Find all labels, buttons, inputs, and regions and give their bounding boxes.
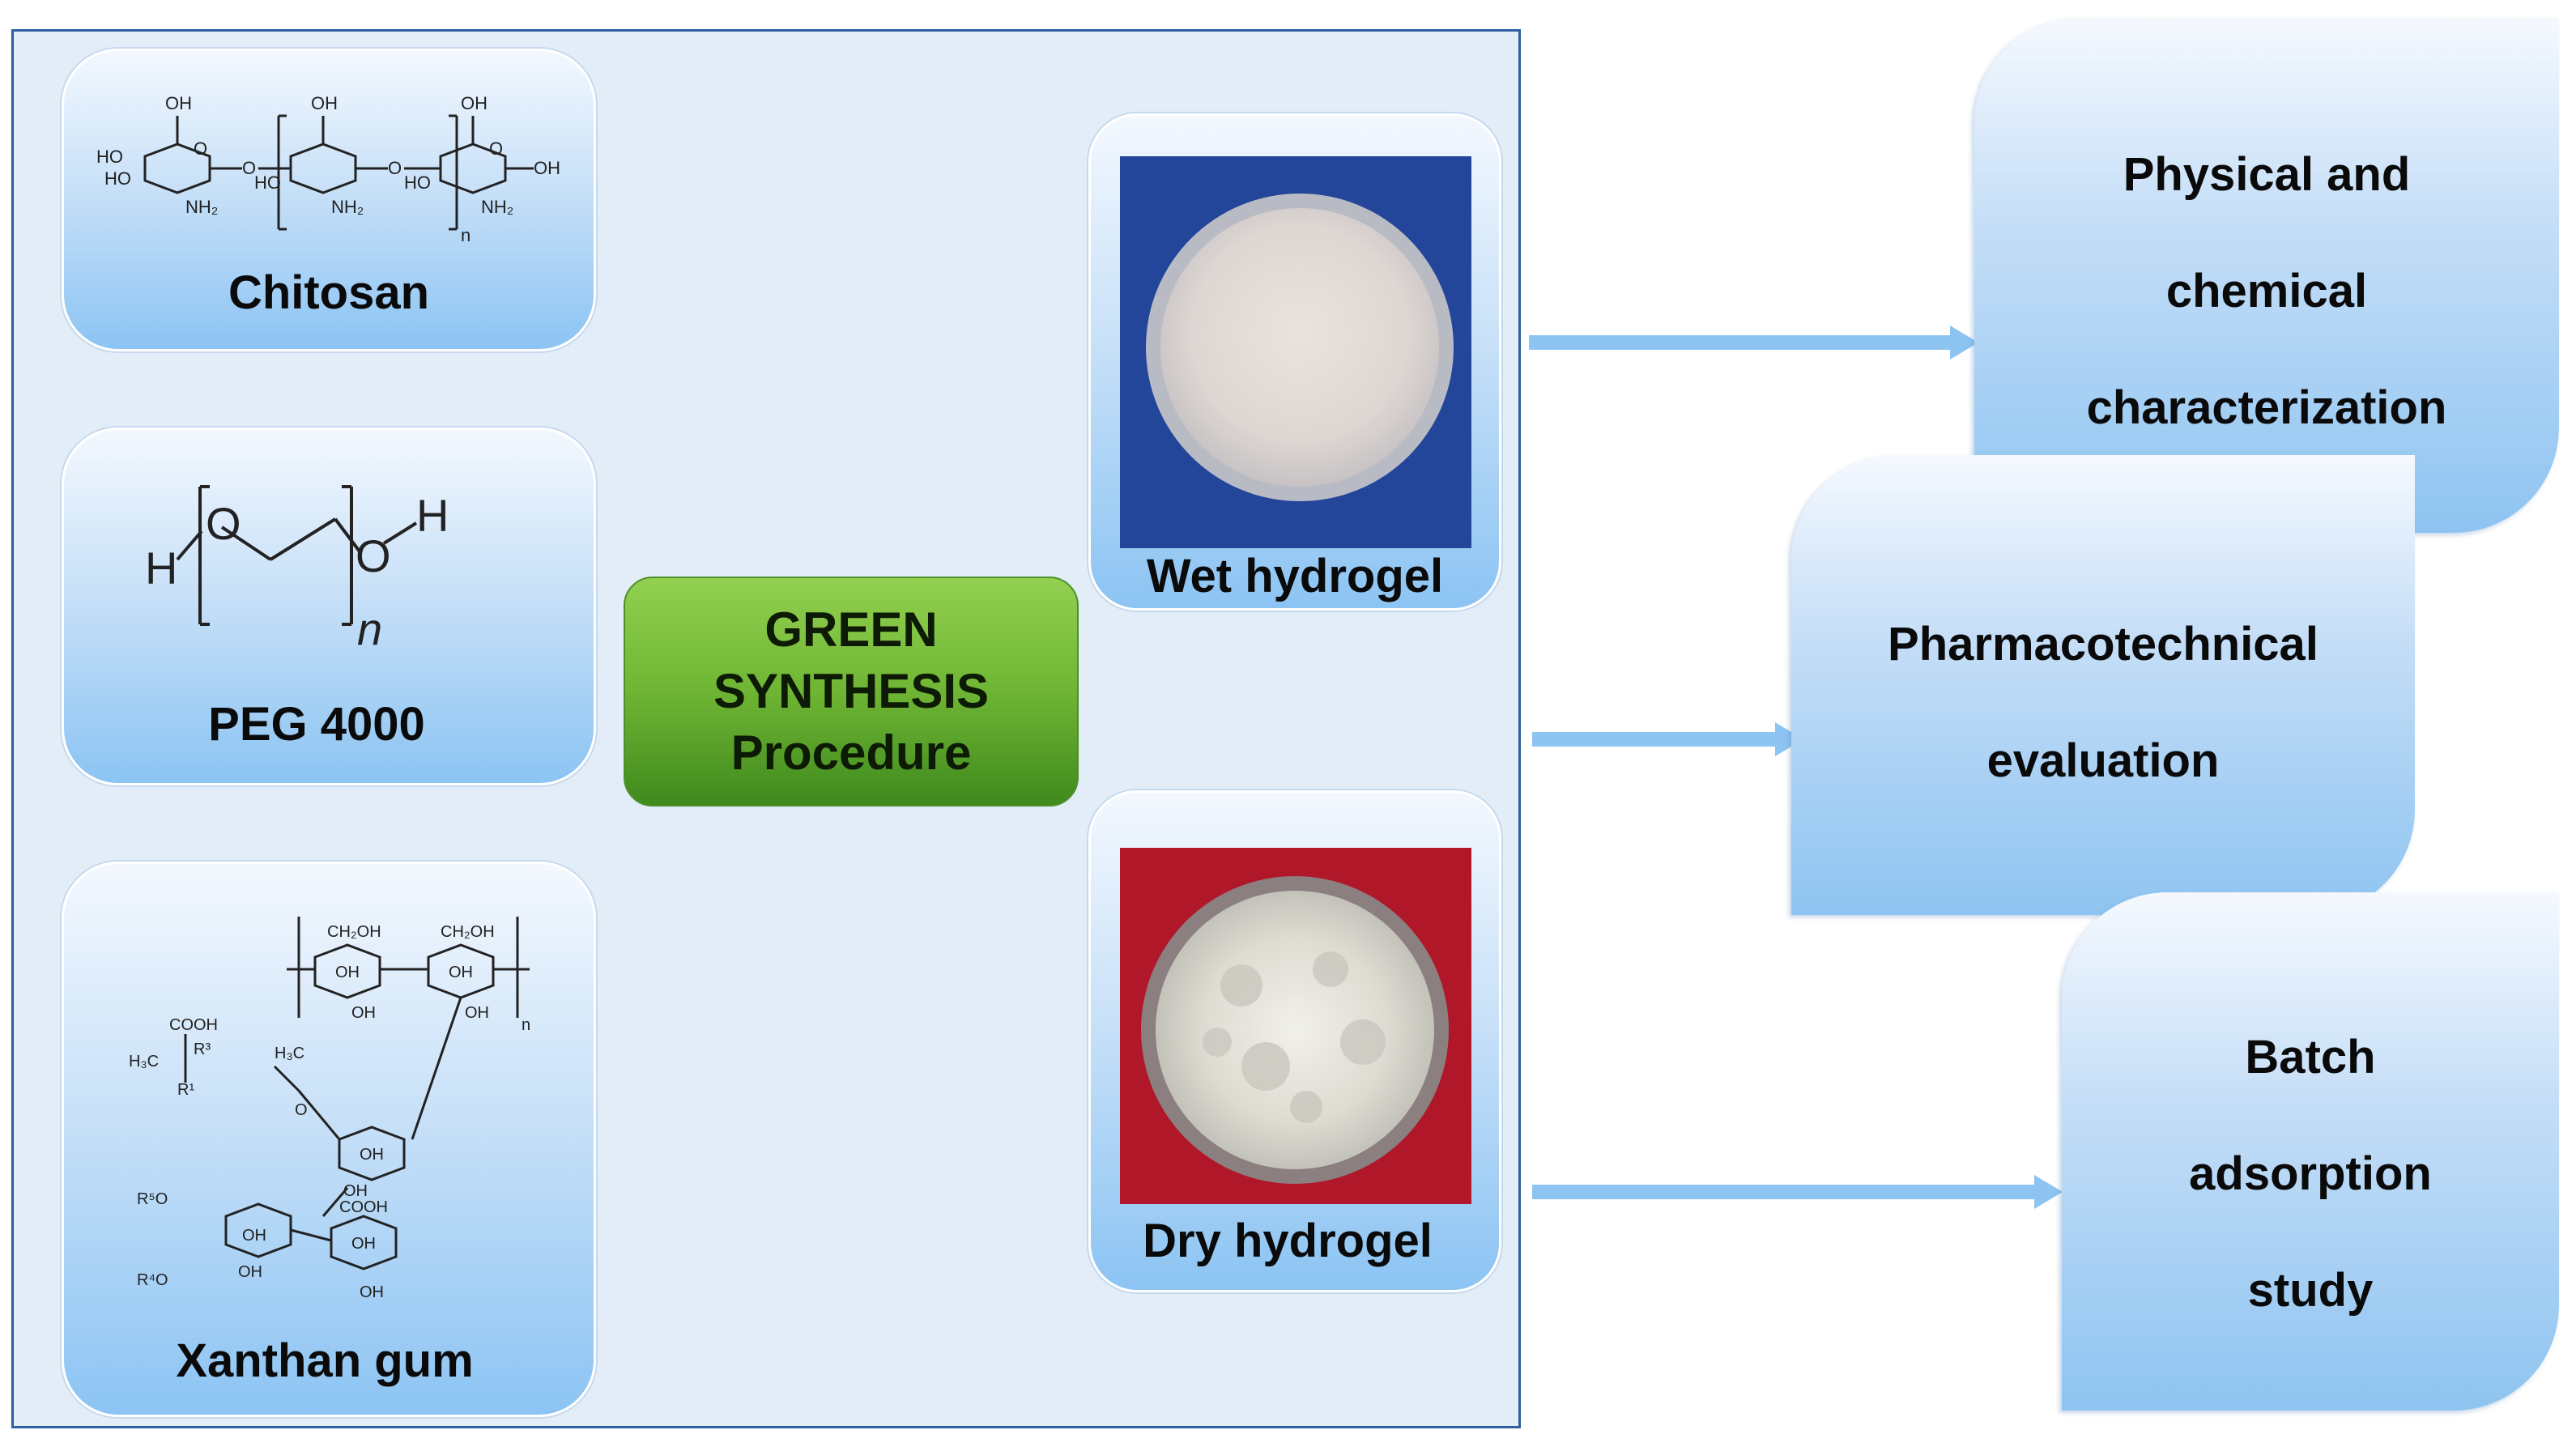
xanthan-label-r5o: R⁵O xyxy=(137,1190,168,1208)
characterization-box: Physical and chemical characterization xyxy=(1974,18,2559,533)
xanthan-label: Xanthan gum xyxy=(176,1334,474,1387)
chitosan-label-oh-1: OH xyxy=(165,93,192,113)
arrow-to-adsorption xyxy=(1532,1175,2063,1209)
arrow-to-characterization xyxy=(1529,326,1978,360)
peg-label-o-left: O xyxy=(206,498,241,549)
xanthan-label-oh-3: OH xyxy=(351,1004,376,1022)
evaluation-box: Pharmacotechnical evaluation xyxy=(1791,455,2415,915)
xanthan-label-oh-1: OH xyxy=(335,964,360,981)
chitosan-label-oh-2: OH xyxy=(311,93,338,113)
xanthan-label-oh-8: OH xyxy=(351,1235,376,1253)
xanthan-label-h3c-2: H₃C xyxy=(275,1045,304,1062)
peg-label-n: n xyxy=(357,603,382,654)
dry-hydrogel-label: Dry hydrogel xyxy=(1143,1215,1433,1267)
evaluation-line-2: evaluation xyxy=(1986,734,2220,787)
chitosan-label-o-1: O xyxy=(242,158,256,178)
chitosan-label: Chitosan xyxy=(228,266,430,319)
xanthan-label-oh-4: OH xyxy=(465,1004,489,1022)
characterization-line-2: chemical xyxy=(2165,265,2368,317)
process-line-2: SYNTHESIS xyxy=(713,664,990,718)
chitosan-ring-2 xyxy=(289,143,357,194)
process-line-3: Procedure xyxy=(730,726,972,780)
wet-hydrogel-label: Wet hydrogel xyxy=(1146,550,1444,602)
xanthan-label-r4o: R⁴O xyxy=(137,1271,168,1289)
peg-label-h-right: H xyxy=(416,490,449,541)
dry-hydrogel-photo xyxy=(1120,848,1471,1204)
xanthan-label-oh-5: OH xyxy=(360,1146,384,1164)
xanthan-label-ch2oh-2: CH₂OH xyxy=(441,923,495,941)
process-line-1: GREEN xyxy=(764,602,938,657)
chitosan-label-nh2-3: NH₂ xyxy=(481,197,513,217)
adsorption-line-3: study xyxy=(2247,1264,2374,1317)
chitosan-label-ho-2: HO xyxy=(104,168,131,189)
green-synthesis-box: GREEN SYNTHESIS Procedure xyxy=(624,577,1079,806)
peg-structure: H O O H n xyxy=(145,485,449,654)
xanthan-label-oh-6: OH xyxy=(343,1182,368,1200)
peg-label-h-left: H xyxy=(145,543,177,594)
xanthan-label-o: O xyxy=(295,1101,308,1119)
xanthan-label-ch2oh-1: CH₂OH xyxy=(327,923,381,941)
chitosan-label-nh2-2: NH₂ xyxy=(331,197,364,217)
xanthan-label-cooh-1: COOH xyxy=(169,1016,218,1034)
peg-label: PEG 4000 xyxy=(208,698,425,751)
wet-hydrogel-card: Wet hydrogel xyxy=(1088,113,1501,611)
chitosan-label-n: n xyxy=(461,225,470,245)
xanthan-label-h3c-1: H₃C xyxy=(129,1053,159,1070)
xanthan-label-n: n xyxy=(522,1016,530,1034)
xanthan-card: CH₂OH CH₂OH OH OH OH OH COOH H₃C R³ R¹ H… xyxy=(62,862,596,1417)
wet-dish-gel xyxy=(1160,208,1439,487)
peg-label-o-right: O xyxy=(356,530,391,581)
dry-hydrogel-card: Dry hydrogel xyxy=(1088,790,1501,1292)
xanthan-label-cooh-2: COOH xyxy=(339,1198,388,1216)
xanthan-label-r1: R¹ xyxy=(177,1081,194,1099)
adsorption-line-2: adsorption xyxy=(2189,1147,2432,1200)
chitosan-structure: OH OH OH HO HO HO HO NH₂ NH₂ NH₂ O O O O… xyxy=(96,93,560,245)
chitosan-label-o-2: O xyxy=(388,158,402,178)
xanthan-label-oh-7: OH xyxy=(242,1227,266,1245)
chitosan-label-oh-3: OH xyxy=(461,93,488,113)
dry-dish-gel xyxy=(1156,891,1434,1169)
xanthan-label-oh-2: OH xyxy=(449,964,473,981)
chitosan-label-ho-4: HO xyxy=(404,172,431,193)
chitosan-label-oh-end: OH xyxy=(534,158,560,178)
characterization-line-1: Physical and xyxy=(2123,148,2411,201)
xanthan-label-oh-9: OH xyxy=(360,1283,384,1301)
wet-hydrogel-photo xyxy=(1120,156,1471,548)
peg-card: H O O H n PEG 4000 xyxy=(62,428,596,785)
xanthan-structure: CH₂OH CH₂OH OH OH OH OH COOH H₃C R³ R¹ H… xyxy=(129,917,530,1301)
xanthan-label-r3: R³ xyxy=(194,1041,211,1058)
chitosan-label-o-3: O xyxy=(194,138,207,159)
arrow-to-evaluation xyxy=(1532,722,1803,756)
chitosan-label-ho-3: HO xyxy=(254,172,281,193)
evaluation-line-1: Pharmacotechnical xyxy=(1888,618,2318,670)
xanthan-label-oh-10: OH xyxy=(238,1263,262,1281)
adsorption-box: Batch adsorption study xyxy=(2062,892,2559,1411)
chitosan-label-ho-1: HO xyxy=(96,147,123,167)
adsorption-line-1: Batch xyxy=(2245,1031,2376,1083)
chitosan-label-o-4: O xyxy=(489,138,503,159)
chitosan-label-nh2-1: NH₂ xyxy=(185,197,218,217)
characterization-line-3: characterization xyxy=(2086,381,2447,434)
chitosan-card: OH OH OH HO HO HO HO NH₂ NH₂ NH₂ O O O O… xyxy=(62,49,596,351)
